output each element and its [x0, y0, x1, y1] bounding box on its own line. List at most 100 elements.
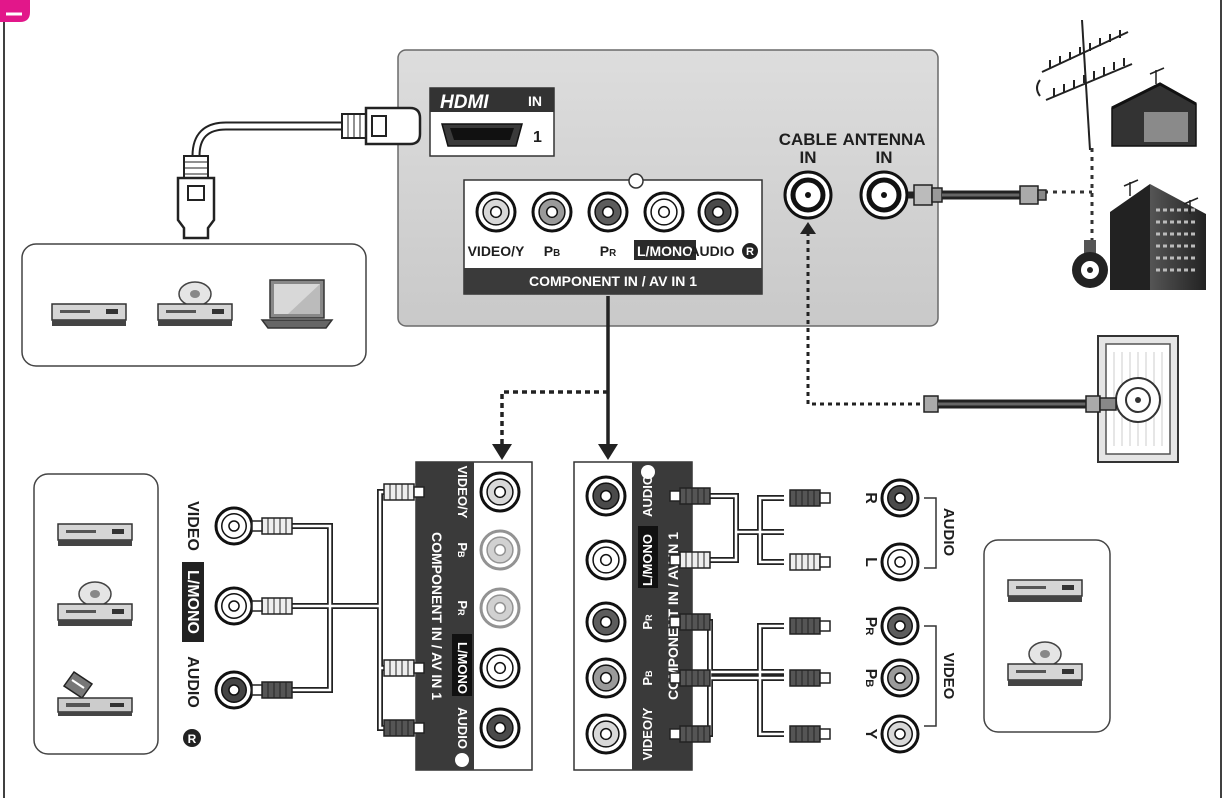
av-source-jack-l-mono[interactable]	[214, 586, 254, 626]
video-group-label: VIDEO	[940, 653, 957, 700]
comp-insert-jack-audio[interactable]	[585, 475, 627, 517]
panel-jack-label: L/MONO	[637, 243, 693, 259]
hdmi-in-suffix: IN	[528, 93, 542, 109]
comp-insert-jack-pb[interactable]	[585, 657, 627, 699]
cable-in-port[interactable]: CABLE IN	[779, 130, 838, 220]
comp-insert-plug-audio-r	[669, 487, 711, 505]
av-devices-box	[33, 473, 159, 755]
av-insert-label: COMPONENT IN / AV IN 1	[429, 532, 445, 700]
laptop-icon	[260, 279, 334, 329]
comp-source-jack-label: PB	[862, 669, 879, 688]
blu-ray-player-icon	[1007, 641, 1083, 686]
comp-insert-jack-video-y[interactable]	[585, 713, 627, 755]
comp-insert-plug-pb	[669, 669, 711, 687]
panel-jack-pr[interactable]	[587, 191, 629, 233]
hdmi-devices-box	[21, 243, 367, 367]
comp-source-jack-r[interactable]	[880, 478, 920, 518]
av-insert-jack-label: L/MONO	[455, 642, 470, 694]
av-insert-plug-audio	[383, 719, 425, 737]
av-audio-r-badge-text: R	[188, 732, 197, 746]
av-insert-plug-lmono	[383, 659, 425, 677]
comp-source-jack-label: R	[862, 492, 879, 504]
panel-jack-audio[interactable]	[697, 191, 739, 233]
section-badge	[0, 0, 30, 22]
component-indicator-dot	[628, 173, 644, 189]
building-icon	[1110, 179, 1206, 290]
comp-insert-r-badge	[641, 465, 655, 479]
comp-source-jack-pb[interactable]	[880, 658, 920, 698]
dvd-player-icon	[1007, 579, 1083, 602]
lmono-label-bg	[634, 240, 696, 260]
av-source-connectors: VIDEO L/MONO AUDIO R	[182, 501, 254, 747]
blu-ray-player-icon	[57, 581, 133, 626]
comp-insert-jack-pr[interactable]	[585, 601, 627, 643]
panel-jack-l-mono[interactable]	[643, 191, 685, 233]
component-in-insert: COMPONENT IN / AV IN 1 AUDIOL/MONOPRPBVI…	[573, 461, 693, 771]
av-audio-r-badge	[183, 729, 201, 747]
video-bracket	[924, 625, 937, 727]
panel-jack-label: PB	[544, 243, 560, 259]
comp-source-jack-pr[interactable]	[880, 606, 920, 646]
panel-jack-video-y[interactable]	[475, 191, 517, 233]
av-plug-audio	[251, 681, 293, 699]
comp-source-jack-label: L	[862, 557, 879, 567]
r-badge-text: R	[746, 246, 754, 258]
av-plug-lmono	[251, 597, 293, 615]
av-insert-jack-label: AUDIO	[455, 707, 470, 749]
house-icon	[1111, 67, 1197, 147]
component-av-in-label: COMPONENT IN / AV IN 1	[529, 273, 697, 289]
wall-outlet	[1097, 335, 1179, 463]
hdmi-in-port[interactable]: HDMI IN 1	[429, 87, 555, 157]
comp-insert-jack-l-mono[interactable]	[585, 539, 627, 581]
audio-bracket	[924, 497, 937, 569]
comp-source-jack-y[interactable]	[880, 714, 920, 754]
comp-source-plug-l	[789, 553, 831, 571]
av-insert-plug-video	[383, 483, 425, 501]
av-insert-jack-audio[interactable]	[479, 707, 521, 749]
comp-insert-jack-label: L/MONO	[640, 534, 655, 586]
comp-source-jack-l[interactable]	[880, 542, 920, 582]
av-insert-jack-label: VIDEO/Y	[455, 466, 470, 519]
comp-insert-plug-pr	[669, 613, 711, 631]
av-insert-r-badge	[455, 753, 469, 767]
av-video-label: VIDEO	[184, 501, 201, 551]
av-in-insert: COMPONENT IN / AV IN 1 VIDEO/Y PB PR L/MONO…	[415, 461, 533, 771]
hdmi-port-number: 1	[533, 129, 542, 146]
panel-jack-pb[interactable]	[531, 191, 573, 233]
vcr-icon	[57, 670, 133, 716]
dvd-player-icon	[57, 523, 133, 546]
comp-insert-lmono-bg	[638, 526, 658, 588]
antenna-in-label-line1: ANTENNA	[842, 130, 925, 149]
av-source-jack-video[interactable]	[214, 506, 254, 546]
comp-insert-jack-label: PR	[640, 614, 655, 630]
av-insert-jack-label: PR	[455, 600, 470, 616]
antenna-in-label-line2: IN	[876, 148, 893, 167]
panel-jack-label: VIDEO/Y	[468, 243, 525, 259]
av-insert-jack-pr[interactable]	[479, 587, 521, 629]
av-lmono-label: L/MONO	[184, 570, 201, 634]
av-insert-lmono-bg	[452, 634, 472, 696]
panel-jack-label: PR	[600, 243, 616, 259]
r-badge	[742, 243, 758, 259]
panel-jack-label: AUDIO	[689, 243, 734, 259]
av-insert-jack-video-y[interactable]	[479, 471, 521, 513]
component-insert-label: COMPONENT IN / AV IN 1	[665, 532, 681, 700]
component-devices-box	[983, 539, 1111, 733]
av-insert-jack-label: PB	[455, 542, 470, 558]
av-source-jack-audio[interactable]	[214, 670, 254, 710]
comp-insert-jack-label: AUDIO	[640, 475, 655, 517]
coax-connector-icon	[1072, 240, 1108, 288]
av-insert-jack-pb[interactable]	[479, 529, 521, 571]
antenna-in-port[interactable]: ANTENNA IN	[842, 130, 926, 220]
comp-source-plug-r	[789, 489, 831, 507]
dvd-player-icon	[51, 303, 127, 326]
cable-coax-cable	[800, 222, 1117, 413]
comp-insert-jack-label: PB	[640, 670, 655, 686]
antenna-sources	[1036, 19, 1206, 290]
av-lmono-label-group: L/MONO	[182, 562, 204, 642]
antenna-icon	[1036, 19, 1133, 151]
av-insert-jack-l-mono[interactable]	[479, 647, 521, 689]
blu-ray-player-icon	[157, 281, 233, 326]
